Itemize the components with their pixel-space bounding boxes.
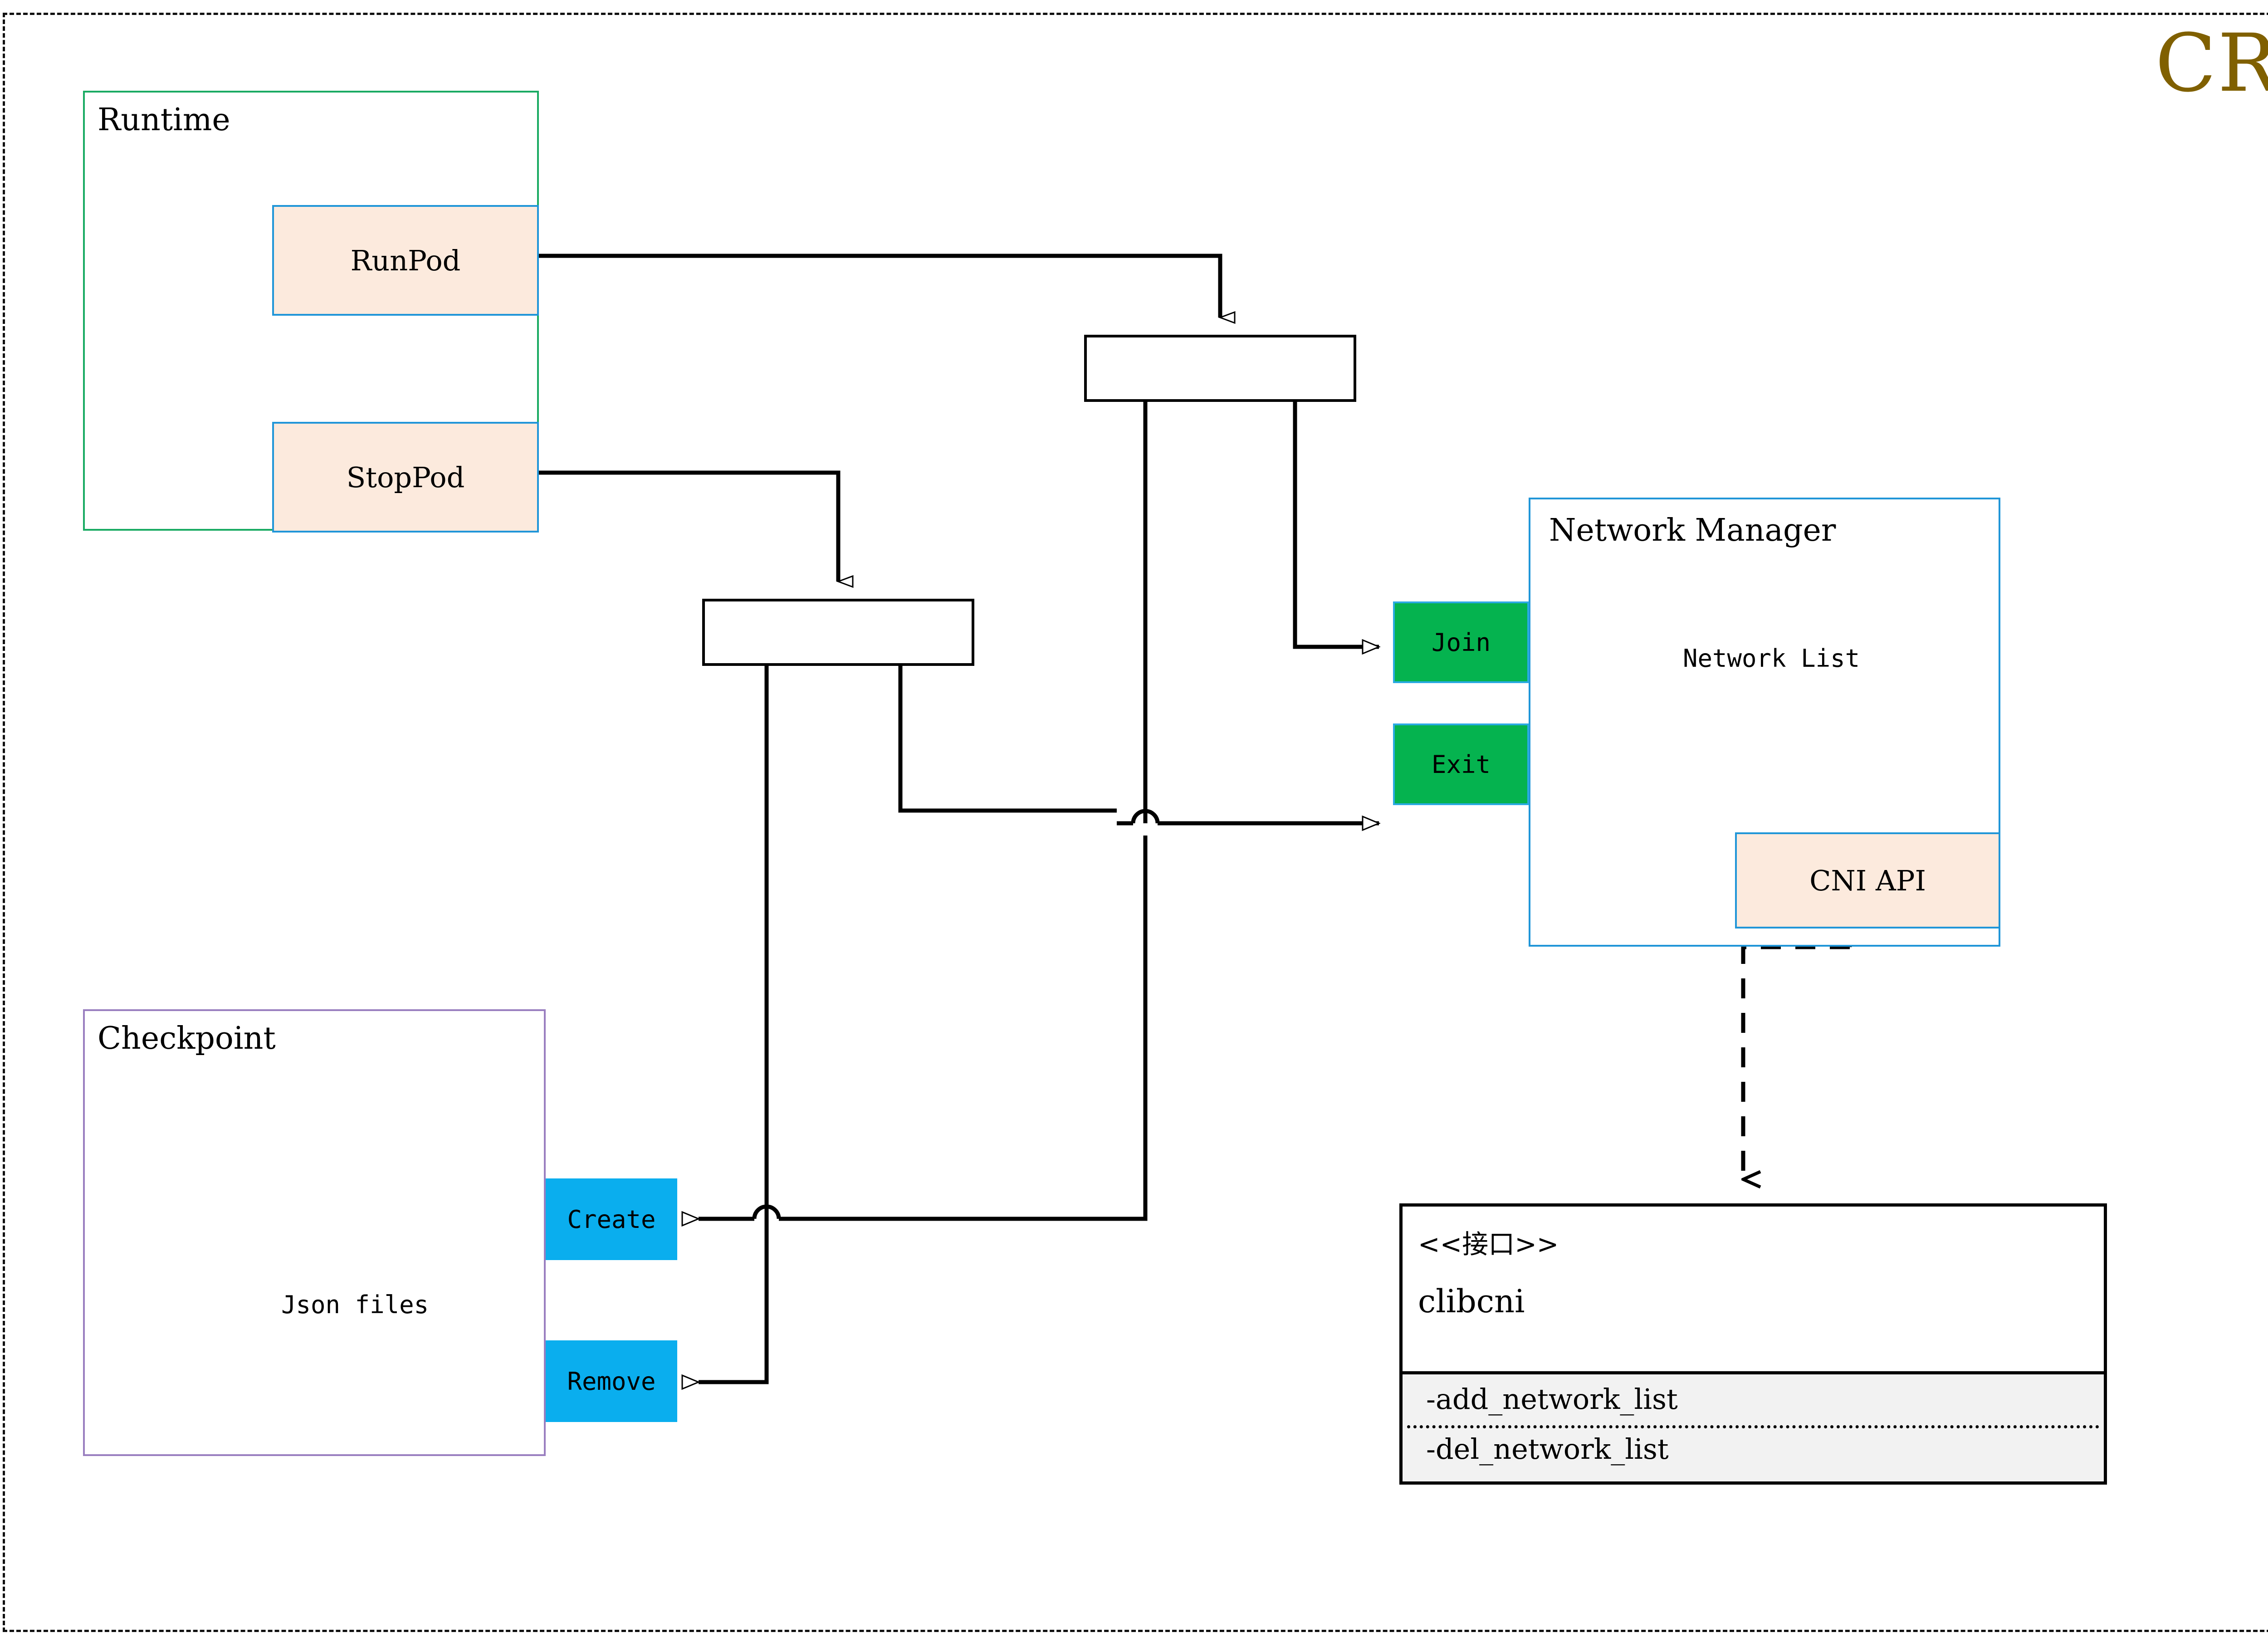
cni-api-label: CNI API [1809, 864, 1926, 897]
create-label: Create [567, 1205, 656, 1234]
clibcni-interface-class: <<接口>> clibcni -add_network_list -del_ne… [1399, 1203, 2107, 1485]
cni-api-box[interactable]: CNI API [1735, 832, 2000, 929]
join-label: Join [1431, 628, 1491, 657]
remove-label: Remove [567, 1367, 656, 1396]
stoppod-box[interactable]: StopPod [272, 422, 539, 533]
clibcni-method-add: -add_network_list [1426, 1383, 1678, 1416]
clibcni-stereotype: <<接口>> [1418, 1229, 1559, 1260]
exit-label: Exit [1431, 750, 1491, 779]
page-title: CRI [2155, 17, 2268, 110]
exit-port[interactable]: Exit [1393, 723, 1529, 805]
checkpoint-container [83, 1009, 546, 1456]
remove-port[interactable]: Remove [546, 1340, 677, 1422]
runpod-box[interactable]: RunPod [272, 205, 539, 316]
clibcni-name: clibcni [1418, 1283, 1525, 1320]
network-list-label: Network List [1683, 644, 1860, 673]
outer-dashed-frame [3, 13, 2268, 1632]
create-port[interactable]: Create [546, 1178, 677, 1260]
checkpoint-label: Checkpoint [98, 1021, 276, 1056]
clibcni-header: <<接口>> clibcni [1403, 1207, 2104, 1374]
join-port[interactable]: Join [1393, 601, 1529, 683]
json-files-label: Json files [281, 1290, 429, 1319]
clibcni-methods-compartment: -add_network_list -del_network_list [1403, 1374, 2104, 1481]
network-manager-label: Network Manager [1549, 513, 1836, 548]
runpod-label: RunPod [350, 244, 461, 277]
stoppod-merge-junction [702, 599, 974, 666]
runpod-merge-junction [1084, 335, 1356, 402]
clibcni-method-del: -del_network_list [1426, 1432, 1669, 1466]
stoppod-label: StopPod [346, 460, 465, 494]
clibcni-method-separator [1407, 1425, 2099, 1428]
runtime-label: Runtime [98, 102, 230, 138]
